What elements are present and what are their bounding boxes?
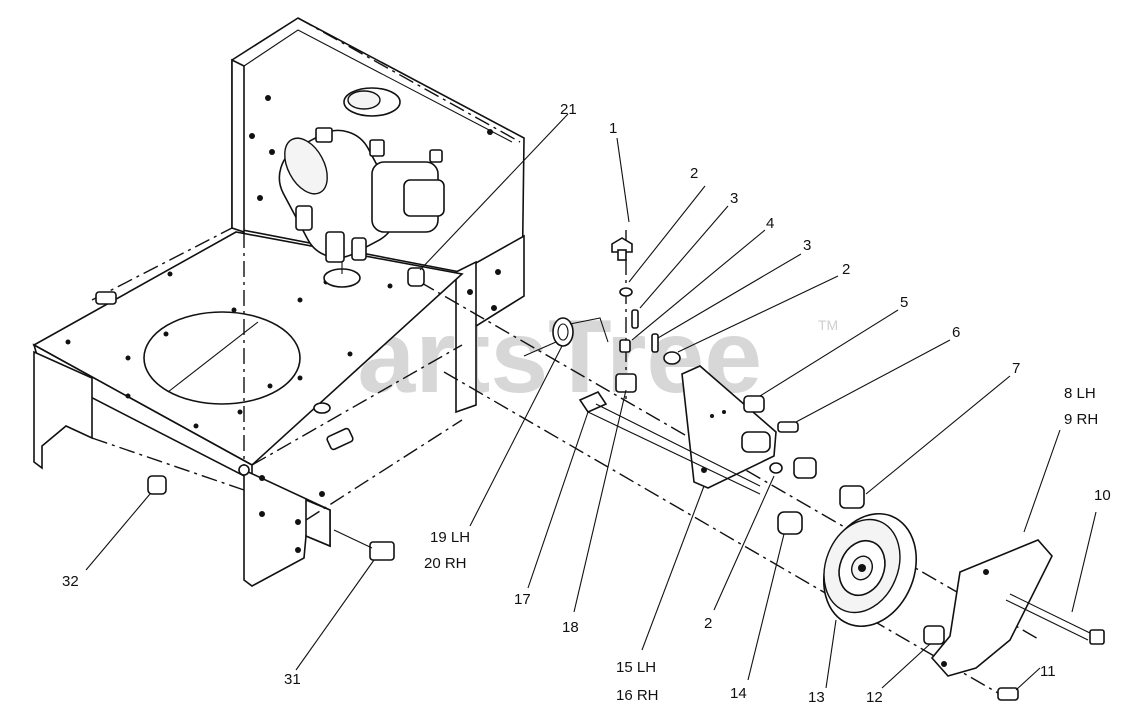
callout-7: 7 (1012, 360, 1020, 377)
part-19-spring (523, 317, 609, 357)
callout-10: 10 (1094, 487, 1111, 504)
callout-13: 13 (808, 689, 825, 706)
part-10-bolt (1005, 593, 1105, 645)
part-31-bolt (333, 529, 395, 561)
callout-12: 12 (866, 689, 883, 706)
callout-2: 2 (690, 165, 698, 182)
leader-lines (85, 113, 1097, 691)
callout-5: 5 (900, 294, 908, 311)
part-17-bolt (578, 390, 761, 495)
pulley-assembly (407, 230, 1105, 701)
callout-18: 18 (562, 619, 579, 636)
callout-8-lh: 8 LH (1064, 385, 1096, 402)
callout-20-rh: 20 RH (424, 555, 467, 572)
callout-11: 11 (1040, 663, 1056, 680)
watermark-trademark: TM (818, 317, 838, 333)
callout-17: 17 (514, 591, 531, 608)
gearbox-unit (278, 87, 445, 288)
callout-21: 21 (560, 101, 577, 118)
callout-3: 3 (803, 237, 811, 254)
callout-labels: 1 2 3 4 3 2 5 6 7 8 LH 9 RH 10 11 12 13 … (62, 101, 1111, 706)
callout-14: 14 (730, 685, 747, 702)
part-1-wing-nut (611, 237, 633, 261)
callout-6: 6 (952, 324, 960, 341)
callout-9-rh: 9 RH (1064, 411, 1098, 428)
part-13-pulley (822, 512, 918, 628)
part-21-nut (407, 267, 425, 287)
callout-19-lh: 19 LH (430, 529, 470, 546)
callout-16-rh: 16 RH (616, 687, 659, 704)
callout-1: 1 (609, 120, 617, 137)
callout-15-lh: 15 LH (616, 659, 656, 676)
callout-4: 4 (766, 215, 774, 232)
callout-2: 2 (704, 615, 712, 632)
callout-32: 32 (62, 573, 79, 590)
part-32-nut (147, 475, 167, 495)
callout-31: 31 (284, 671, 301, 688)
callout-3: 3 (730, 190, 738, 207)
callout-2: 2 (842, 261, 850, 278)
